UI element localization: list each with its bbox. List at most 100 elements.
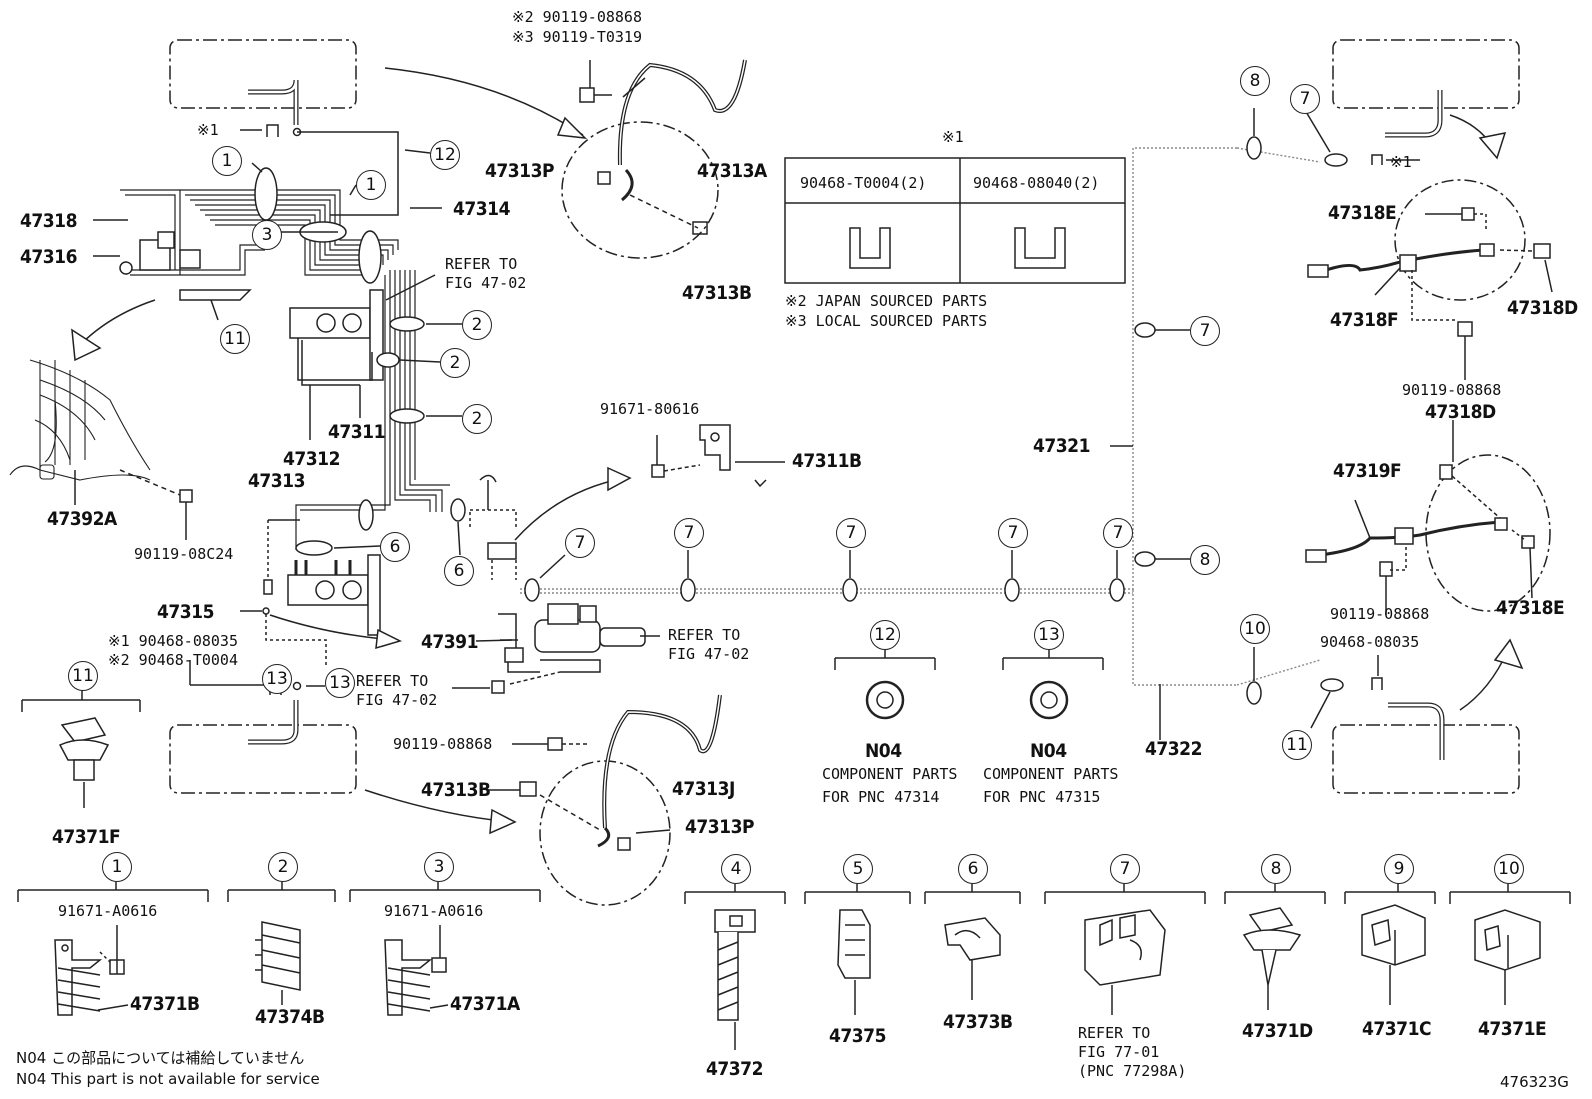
label-47316: 47316 — [20, 246, 77, 268]
callout-8-a: 8 — [1190, 545, 1220, 575]
label-bottom-47371C: 47371C — [1362, 1018, 1432, 1040]
label-47312: 47312 — [283, 448, 340, 470]
label-90468-08035-left: ※1 90468-08035 — [108, 632, 238, 650]
label-90119-08C24: 90119-08C24 — [134, 545, 234, 563]
label-bottom-47371E: 47371E — [1478, 1018, 1547, 1040]
callout-7-a: 7 — [565, 528, 595, 558]
note-n04-en: N04 This part is not available for servi… — [16, 1070, 320, 1088]
label-component-a1: COMPONENT PARTS — [822, 765, 958, 783]
label-refer-fig-47-02-c1: REFER TO — [356, 672, 429, 690]
callout-10-a: 10 — [1240, 614, 1270, 644]
label-47313J: 47313J — [672, 778, 735, 800]
label-bottom-91671-a: 91671-A0616 — [58, 902, 158, 920]
flow-arrow-top — [384, 67, 584, 136]
body-outline-top-right — [1332, 39, 1520, 109]
label-47313: 47313 — [248, 470, 305, 492]
label-47313B-top: 47313B — [682, 282, 752, 304]
label-mark1-right: ※1 — [1390, 153, 1412, 171]
callout-7-c: 7 — [836, 518, 866, 548]
label-90119-08868-r1: 90119-08868 — [1402, 381, 1502, 399]
label-47311B: 47311B — [792, 450, 862, 472]
label-91671-80616: 91671-80616 — [600, 400, 700, 418]
detail-circle-top-right — [1394, 179, 1526, 301]
label-bottom-47373B: 47373B — [943, 1011, 1013, 1033]
body-outline-bottom-left — [169, 724, 357, 794]
label-47313A: 47313A — [697, 160, 767, 182]
note-local-sourced: ※3 LOCAL SOURCED PARTS — [785, 312, 988, 330]
table-col1: 90468-T0004(2) — [800, 174, 927, 192]
table-col2: 90468-08040(2) — [973, 174, 1100, 192]
table-mark: ※1 — [942, 128, 964, 146]
label-47371F: 47371F — [52, 826, 121, 848]
note-japan-sourced: ※2 JAPAN SOURCED PARTS — [785, 292, 988, 310]
label-47313B-low: 47313B — [421, 779, 491, 801]
label-90468-08035-right: 90468-08035 — [1320, 633, 1420, 651]
label-refer-77-01-1: REFER TO — [1078, 1024, 1151, 1042]
label-90119-08868-r2: 90119-08868 — [1330, 605, 1430, 623]
label-47318: 47318 — [20, 210, 77, 232]
callout-7-b: 7 — [674, 518, 704, 548]
callout-11-c: 11 — [68, 661, 98, 691]
callout-2-c: 2 — [462, 404, 492, 434]
callout-1-b: 1 — [356, 170, 386, 200]
label-47319F: 47319F — [1333, 460, 1402, 482]
label-47313P-top: 47313P — [485, 160, 555, 182]
label-refer-fig-47-02-a1: REFER TO — [445, 255, 518, 273]
callout-6-bottom: 6 — [958, 854, 988, 884]
callout-10-bottom: 10 — [1494, 854, 1524, 884]
callout-7-bottom: 7 — [1110, 854, 1140, 884]
label-47313P-low: 47313P — [685, 816, 755, 838]
callout-8-bottom: 8 — [1261, 854, 1291, 884]
callout-2-bottom: 2 — [268, 852, 298, 882]
callout-8-b: 8 — [1240, 66, 1270, 96]
label-bottom-91671-b: 91671-A0616 — [384, 902, 484, 920]
label-refer-77-01-3: (PNC 77298A) — [1078, 1062, 1187, 1080]
label-47318F: 47318F — [1330, 309, 1399, 331]
label-90468-T0004-left: ※2 90468-T0004 — [108, 651, 238, 669]
callout-2-b: 2 — [440, 348, 470, 378]
label-refer-77-01-2: FIG 77-01 — [1078, 1043, 1160, 1061]
label-refer-fig-47-02-b1: REFER TO — [668, 626, 741, 644]
callout-12-b: 12 — [870, 620, 900, 650]
label-component-b2: FOR PNC 47315 — [983, 788, 1101, 806]
label-refer-fig-47-02-b2: FIG 47-02 — [668, 645, 750, 663]
detail-circle-bottom — [539, 760, 671, 906]
body-outline-top-left — [169, 39, 357, 109]
callout-13-c: 13 — [1034, 620, 1064, 650]
callout-6-b: 6 — [444, 556, 474, 586]
label-n04-a: N04 — [865, 740, 902, 762]
body-outline-bottom-right — [1332, 724, 1520, 794]
callout-12: 12 — [430, 140, 460, 170]
diagram-id: 476323G — [1500, 1073, 1569, 1091]
label-47314: 47314 — [453, 198, 510, 220]
callout-2-a: 2 — [462, 310, 492, 340]
callout-13-b: 13 — [262, 664, 292, 694]
callout-7-e: 7 — [1103, 518, 1133, 548]
label-47318E-top: 47318E — [1328, 202, 1397, 224]
callout-1-bottom: 1 — [102, 852, 132, 882]
label-mark1-top: ※1 — [197, 121, 219, 139]
label-refer-fig-47-02-a2: FIG 47-02 — [445, 274, 527, 292]
detail-circle-bottom-right — [1425, 454, 1551, 612]
label-component-a2: FOR PNC 47314 — [822, 788, 940, 806]
label-bottom-47374B: 47374B — [255, 1006, 325, 1028]
label-47321: 47321 — [1033, 435, 1090, 457]
label-bottom-47371A: 47371A — [450, 993, 520, 1015]
label-90119-08868-mid: 90119-08868 — [393, 735, 493, 753]
label-bottom-47371D: 47371D — [1242, 1020, 1313, 1042]
label-90119-08868-jp: ※2 90119-08868 — [512, 8, 642, 26]
callout-9-bottom: 9 — [1384, 854, 1414, 884]
label-bottom-47375: 47375 — [829, 1025, 886, 1047]
callout-4-bottom: 4 — [721, 854, 751, 884]
label-n04-b: N04 — [1030, 740, 1067, 762]
label-47391: 47391 — [421, 631, 478, 653]
label-bottom-47372: 47372 — [706, 1058, 763, 1080]
label-component-b1: COMPONENT PARTS — [983, 765, 1119, 783]
label-47392A: 47392A — [47, 508, 117, 530]
callout-5-bottom: 5 — [843, 854, 873, 884]
label-47318D-top: 47318D — [1507, 297, 1578, 319]
label-47322: 47322 — [1145, 738, 1202, 760]
callout-7-d: 7 — [998, 518, 1028, 548]
callout-1-a: 1 — [212, 146, 242, 176]
